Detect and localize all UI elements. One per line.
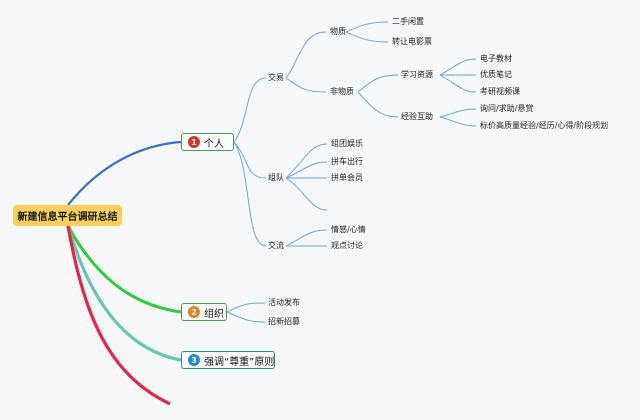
link-nonphysical-exp xyxy=(357,91,399,118)
link-physical-2 xyxy=(345,31,389,43)
link-exp-1 xyxy=(439,108,477,118)
link-personal-trade xyxy=(233,77,267,143)
topic-org-label: 组织 xyxy=(204,308,224,320)
link-study-3 xyxy=(439,74,477,93)
leaf-emotion[interactable]: 情感/心情 xyxy=(331,225,366,234)
leaf-video-course[interactable]: 考研视频课 xyxy=(480,87,520,96)
link-personal-team xyxy=(233,141,267,179)
leaf-carpool[interactable]: 拼车出行 xyxy=(331,157,363,166)
link-org-1 xyxy=(226,302,266,313)
link-team-1 xyxy=(285,143,328,179)
branch-personal xyxy=(67,140,182,206)
leaf-ask-help[interactable]: 询问/求助/悬赏 xyxy=(480,104,534,113)
number-badge-1: 1 xyxy=(188,136,200,148)
leaf-secondhand[interactable]: 二手闲置 xyxy=(392,17,424,26)
branch-extra xyxy=(66,225,171,406)
branch-org xyxy=(66,225,182,314)
leaf-ebook[interactable]: 电子教材 xyxy=(480,54,512,63)
leaf-notes[interactable]: 优质笔记 xyxy=(480,70,512,79)
link-study-1 xyxy=(439,58,477,76)
topic-personal[interactable]: 1 个人 xyxy=(181,133,234,151)
link-team-2 xyxy=(285,161,328,179)
link-chat-1 xyxy=(285,229,328,247)
leaf-discussion[interactable]: 观点讨论 xyxy=(331,241,363,250)
topic-personal-label: 个人 xyxy=(204,138,224,150)
link-exp-2 xyxy=(439,116,477,127)
topic-respect-label: 强调“尊重”原则 xyxy=(204,356,275,368)
link-physical-1 xyxy=(345,21,389,33)
node-chat[interactable]: 交流 xyxy=(268,241,284,250)
link-org-2 xyxy=(226,311,266,323)
leaf-movie-ticket[interactable]: 转让电影票 xyxy=(392,37,432,46)
node-physical[interactable]: 物质 xyxy=(330,27,346,36)
leaf-paid-experience[interactable]: 标价高质量经验/经历/心得/阶段规划 xyxy=(480,121,609,130)
node-team[interactable]: 组队 xyxy=(268,173,284,182)
node-trade[interactable]: 交易 xyxy=(268,73,284,82)
topic-org[interactable]: 2 组织 xyxy=(181,303,227,321)
branch-respect xyxy=(66,225,182,362)
leaf-group-fun[interactable]: 组团娱乐 xyxy=(331,139,363,148)
link-trade-nonphysical xyxy=(285,77,327,93)
link-trade-physical xyxy=(285,31,327,79)
number-badge-2: 2 xyxy=(188,306,200,318)
node-nonphysical[interactable]: 非物质 xyxy=(330,87,354,96)
topic-respect[interactable]: 3 强调“尊重”原则 xyxy=(181,351,275,369)
number-badge-3: 3 xyxy=(188,354,200,366)
leaf-recruit[interactable]: 招新招募 xyxy=(268,317,300,326)
root-topic[interactable]: 新建信息平台调研总结 xyxy=(13,205,122,226)
link-personal-chat xyxy=(233,141,267,247)
leaf-event-post[interactable]: 活动发布 xyxy=(268,298,300,307)
leaf-membership[interactable]: 拼单会员 xyxy=(331,173,363,182)
node-experience[interactable]: 经验互助 xyxy=(401,112,433,121)
link-team-4 xyxy=(285,177,328,211)
node-study-resources[interactable]: 学习资源 xyxy=(401,70,433,79)
link-nonphysical-study xyxy=(357,74,399,93)
